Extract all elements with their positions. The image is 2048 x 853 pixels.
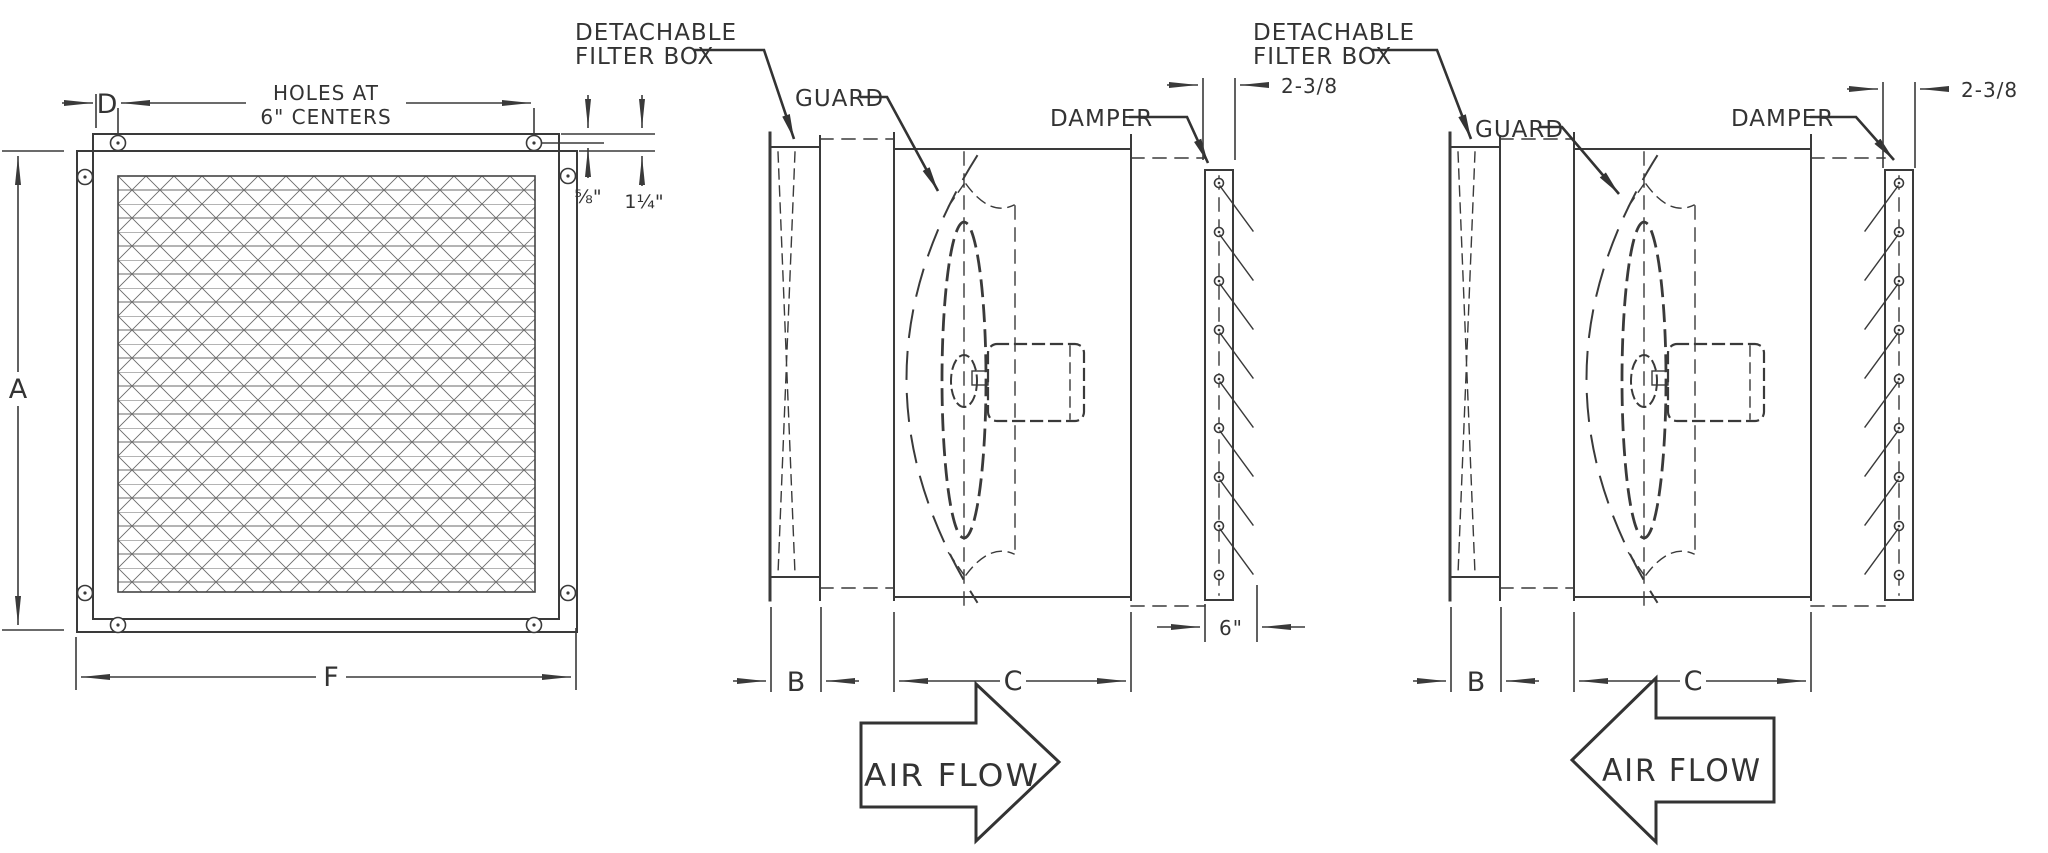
- callout-filter-box-line2: FILTER BOX: [575, 44, 714, 70]
- air-flow-arrow-right: AIR FLOW: [859, 680, 1062, 845]
- fan-motor: [986, 342, 1086, 423]
- blade-tip-arcs: [1627, 183, 1695, 576]
- dim-c: C: [1573, 612, 1812, 697]
- callout-guard-label: GUARD: [1475, 117, 1564, 143]
- callout-detachable-filter-box: DETACHABLE FILTER BOX: [1253, 20, 1473, 140]
- callout-detachable-filter-box: DETACHABLE FILTER BOX: [575, 20, 796, 140]
- section-join-lines: [1499, 138, 1886, 607]
- fan-housing-section: [893, 132, 1132, 601]
- dim-c: C: [893, 612, 1132, 697]
- fan-assembly: [1620, 151, 1766, 607]
- fan-hub: [950, 354, 978, 408]
- callout-filter-box-line1: DETACHABLE: [575, 20, 737, 46]
- callout-damper-label: DAMPER: [1731, 106, 1834, 132]
- fan-blade: [1620, 220, 1668, 540]
- dim-hole-offset-label: 1¼": [624, 191, 663, 213]
- front-view: A F D HOLES AT 6" CENTERS: [2, 81, 664, 693]
- callout-filter-box-line2: FILTER BOX: [1253, 44, 1392, 70]
- filter-mesh: [117, 175, 536, 593]
- dim-flange-offset-label: ⅝": [574, 186, 601, 208]
- dim-damper-depth: 6": [1157, 585, 1305, 642]
- section-join-lines: [819, 138, 1206, 607]
- dim-d: D: [62, 89, 535, 136]
- dim-f-label: F: [323, 662, 339, 693]
- dim-holes: HOLES AT 6" CENTERS: [121, 81, 531, 129]
- dim-damper-frame: 2-3/8: [1167, 74, 1338, 160]
- callout-filter-box-line1: DETACHABLE: [1253, 20, 1415, 46]
- air-flow-label: AIR FLOW: [1602, 753, 1762, 789]
- fan-hub: [1630, 354, 1658, 408]
- guard-arc: [1585, 154, 1659, 604]
- air-flow-label: AIR FLOW: [864, 758, 1040, 794]
- dim-flange-offsets: ⅝" 1¼": [541, 95, 664, 213]
- dim-c-label: C: [1684, 666, 1703, 697]
- front-panel: [76, 150, 578, 633]
- callout-guard: GUARD: [1475, 117, 1620, 195]
- dim-b: B: [733, 607, 859, 698]
- back-panel: [92, 133, 560, 620]
- dim-damper-frame: 2-3/8: [1847, 78, 2018, 168]
- damper-assembly: [1204, 169, 1254, 601]
- fan-assembly: [940, 151, 1086, 607]
- filter-media: [777, 151, 796, 575]
- dim-c-label: C: [1004, 666, 1023, 697]
- dim-damper-depth-label: 6": [1219, 616, 1243, 640]
- dim-a-label: A: [9, 374, 28, 405]
- guard-arc: [905, 154, 979, 604]
- dim-b: B: [1413, 607, 1539, 698]
- filter-box-section: [1448, 131, 1501, 602]
- filter-box-section: [768, 131, 821, 602]
- damper-assembly: [1864, 169, 1914, 601]
- fan-housing-section: [1573, 132, 1812, 601]
- callout-damper-label: DAMPER: [1050, 106, 1153, 132]
- blade-tip-arcs: [947, 183, 1015, 576]
- callout-guard: GUARD: [795, 86, 940, 192]
- holes-note-line1: HOLES AT: [273, 81, 379, 105]
- dim-b-label: B: [1467, 667, 1486, 698]
- air-flow-arrow-left: AIR FLOW: [1569, 674, 1776, 846]
- dim-damper-frame-label: 2-3/8: [1281, 74, 1338, 98]
- dim-a: A: [2, 150, 64, 631]
- callout-damper: DAMPER: [1731, 106, 1895, 161]
- dim-f: F: [75, 628, 577, 693]
- filter-media: [1457, 151, 1476, 575]
- side-view-exhaust: DETACHABLE FILTER BOX GUARD DAMPER B C: [575, 20, 1338, 845]
- callout-guard-label: GUARD: [795, 86, 884, 112]
- dim-damper-frame-label: 2-3/8: [1961, 78, 2018, 102]
- dim-b-label: B: [787, 667, 806, 698]
- fan-blade: [940, 220, 988, 540]
- callout-damper: DAMPER: [1050, 106, 1210, 164]
- side-view-intake: DETACHABLE FILTER BOX GUARD DAMPER B C: [1253, 20, 2018, 846]
- dim-d-label: D: [97, 89, 118, 120]
- holes-note-line2: 6" CENTERS: [260, 105, 391, 129]
- fan-motor: [1666, 342, 1766, 423]
